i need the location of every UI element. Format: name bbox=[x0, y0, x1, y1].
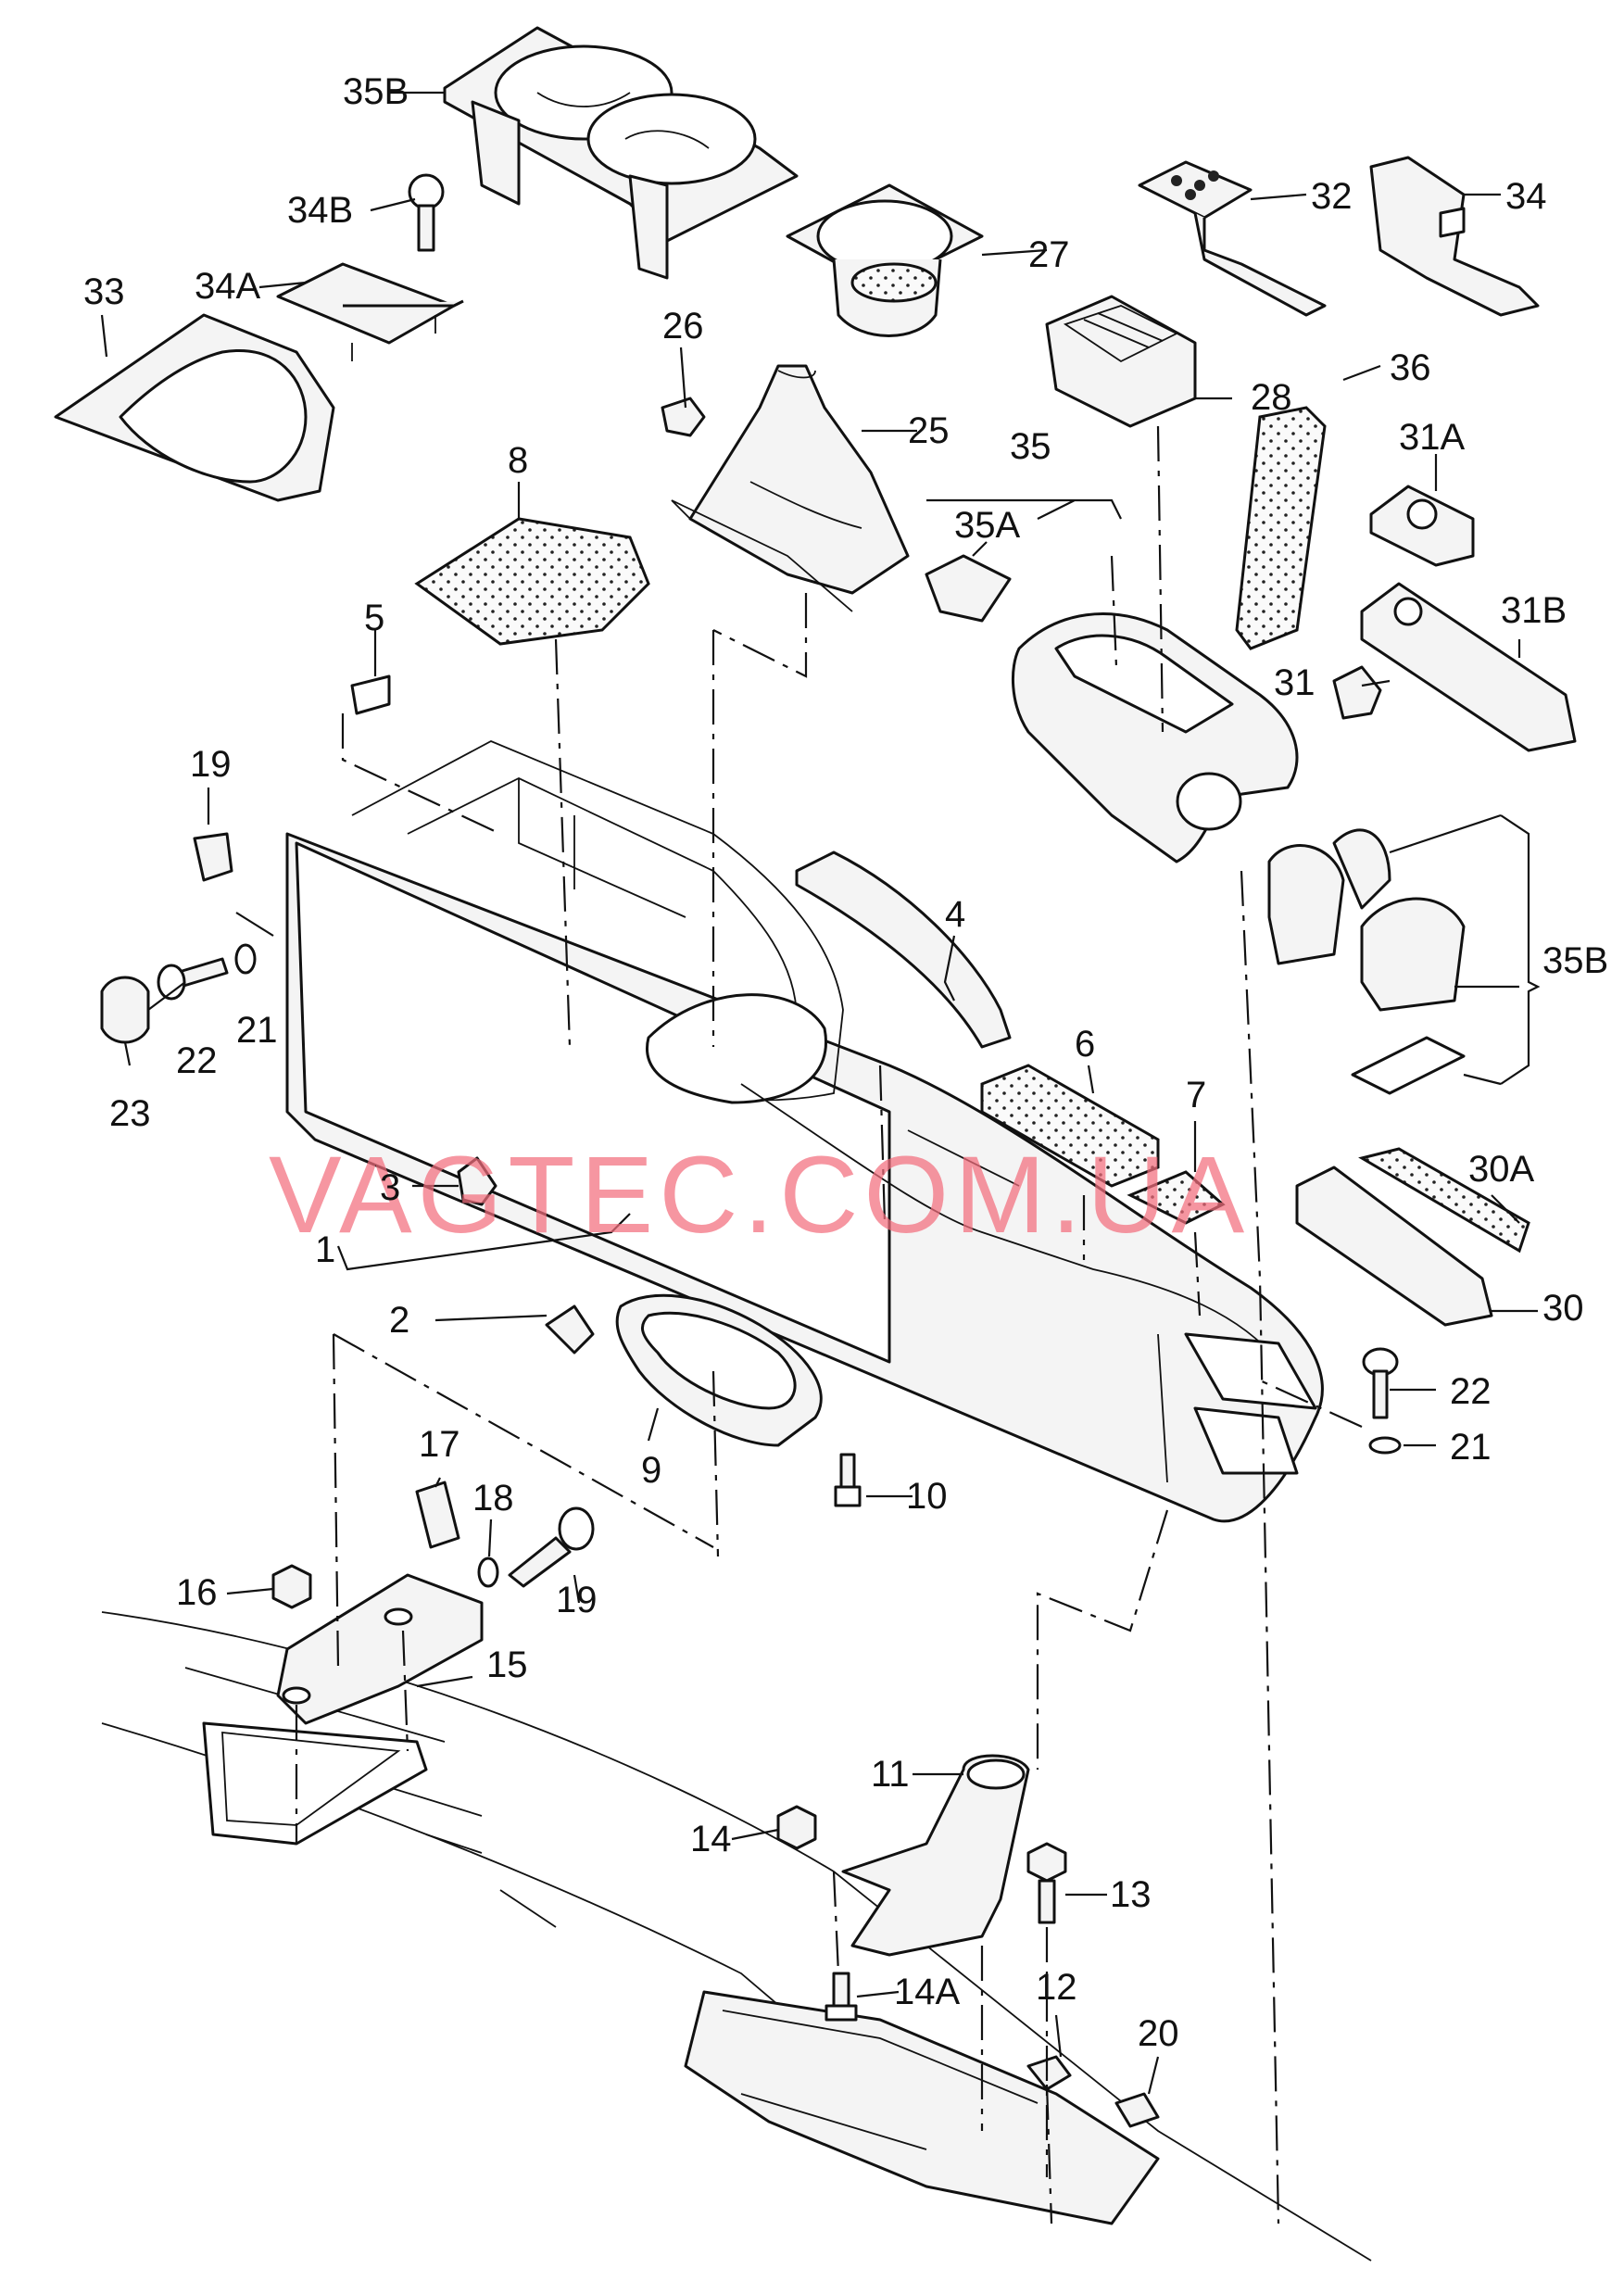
label-15: 15 bbox=[486, 1645, 528, 1685]
part-33-shift-bezel bbox=[54, 313, 335, 502]
label-26: 35B bbox=[343, 71, 409, 112]
part-22-screw-left bbox=[157, 957, 229, 1001]
label-22-left: 22 bbox=[176, 1040, 218, 1081]
part-21-washer-left bbox=[234, 943, 257, 975]
part-21-washer-right bbox=[1368, 1436, 1402, 1455]
part-34-cover bbox=[1369, 156, 1540, 317]
label-27: 27 bbox=[1028, 234, 1070, 275]
part-28-storage-box bbox=[1045, 295, 1197, 428]
part-18-washer bbox=[477, 1556, 499, 1588]
label-21-right: 21 bbox=[1450, 1427, 1492, 1468]
label-36: 36 bbox=[1390, 347, 1431, 388]
part-14-nut bbox=[776, 1805, 817, 1850]
part-6-mat bbox=[980, 1064, 1160, 1188]
label-28: 28 bbox=[1251, 377, 1292, 418]
part-16-nut bbox=[271, 1564, 312, 1609]
part-4-trim bbox=[795, 851, 1012, 1049]
center-console bbox=[285, 740, 1324, 1523]
part-32-switch-cover bbox=[1138, 160, 1327, 317]
part-10-screw bbox=[834, 1453, 862, 1507]
label-21-left: 21 bbox=[236, 1010, 278, 1051]
label-32: 32 bbox=[1311, 176, 1353, 217]
part-35a-latch bbox=[925, 554, 1012, 623]
label-12: 12 bbox=[1036, 1967, 1077, 2008]
part-30-tray bbox=[1295, 1166, 1493, 1327]
part-31-clip bbox=[1332, 665, 1382, 720]
label-23: 23 bbox=[109, 1093, 151, 1134]
label-34: 34 bbox=[1505, 176, 1547, 217]
label-4: 4 bbox=[945, 894, 965, 935]
label-19: 19 bbox=[556, 1580, 598, 1620]
part-35b-hinges bbox=[1267, 828, 1466, 1095]
part-22-screw-right bbox=[1362, 1347, 1399, 1419]
part-25-clip bbox=[661, 397, 706, 437]
label-34a: 34A bbox=[195, 266, 260, 307]
label-3: 3 bbox=[380, 1167, 400, 1208]
part-9-bezel bbox=[615, 1293, 823, 1447]
part-35-armrest bbox=[1011, 612, 1299, 863]
label-22-right: 22 bbox=[1450, 1371, 1492, 1412]
part-7-mat bbox=[1127, 1170, 1226, 1225]
part-2-clip bbox=[545, 1304, 595, 1355]
part-34b-bolt bbox=[408, 173, 445, 252]
part-8-mat bbox=[414, 517, 650, 646]
label-17: 17 bbox=[419, 1424, 460, 1465]
label-14a: 14A bbox=[894, 1972, 960, 2012]
part-30a-mat bbox=[1358, 1147, 1530, 1254]
part-11-support bbox=[841, 1754, 1030, 1957]
label-18: 18 bbox=[472, 1478, 514, 1519]
part-labels: 35B 34B 34A 33 27 32 34 26 25 28 36 31A … bbox=[83, 71, 1608, 2054]
assembly-lines bbox=[295, 425, 1363, 2224]
label-1: 1 bbox=[315, 1229, 335, 1270]
label-25: 26 bbox=[662, 306, 704, 347]
label-20-left: 19 bbox=[190, 744, 232, 785]
label-31: 31 bbox=[1274, 662, 1316, 703]
label-5: 5 bbox=[364, 598, 384, 638]
label-6: 6 bbox=[1075, 1024, 1095, 1065]
label-35: 35 bbox=[1010, 426, 1051, 467]
part-20-clip-left bbox=[193, 832, 233, 882]
part-13-bolt bbox=[1026, 1842, 1067, 1924]
part-3-switch bbox=[457, 1156, 497, 1206]
leader-lines bbox=[100, 91, 1541, 2095]
label-24: 25 bbox=[908, 410, 950, 451]
label-7: 7 bbox=[1186, 1075, 1206, 1115]
label-11: 11 bbox=[871, 1754, 910, 1795]
watermark-text: VAGTEC.COM.UA bbox=[269, 1134, 1250, 1256]
label-31b: 31B bbox=[1501, 590, 1567, 631]
label-10: 10 bbox=[906, 1476, 948, 1517]
label-30a: 30A bbox=[1468, 1149, 1534, 1190]
label-33: 33 bbox=[83, 271, 125, 312]
label-20-right: 20 bbox=[1138, 2013, 1179, 2054]
vehicle-floor bbox=[101, 1611, 1372, 2262]
label-2: 2 bbox=[389, 1300, 409, 1341]
part-17-clip bbox=[415, 1481, 460, 1549]
label-9: 9 bbox=[641, 1450, 661, 1491]
part-27-cup-holder bbox=[786, 183, 984, 337]
label-30: 30 bbox=[1542, 1288, 1584, 1329]
part-23-cap bbox=[100, 976, 150, 1044]
label-35b: 35B bbox=[1542, 940, 1608, 981]
part-34a-bracket bbox=[276, 262, 464, 361]
label-16: 16 bbox=[176, 1572, 218, 1613]
part-36-mat bbox=[1235, 406, 1327, 650]
label-8: 8 bbox=[508, 440, 528, 481]
part-5-plate bbox=[350, 674, 391, 715]
part-31b-tray bbox=[1360, 582, 1577, 752]
label-35a: 35A bbox=[954, 505, 1020, 546]
part-15-bracket bbox=[276, 1573, 484, 1725]
part-24-shift-boot bbox=[671, 364, 910, 612]
label-34b: 34B bbox=[287, 190, 353, 231]
label-13: 13 bbox=[1110, 1874, 1152, 1915]
label-31a: 31A bbox=[1399, 417, 1465, 458]
part-14a-stud bbox=[825, 1972, 858, 2022]
part-20-clip-right bbox=[1114, 2092, 1160, 2128]
part-19-bolt bbox=[508, 1506, 595, 1588]
part-26-cupholder-cover bbox=[443, 26, 799, 280]
label-14: 14 bbox=[690, 1819, 732, 1859]
part-31a-cover bbox=[1369, 485, 1475, 567]
